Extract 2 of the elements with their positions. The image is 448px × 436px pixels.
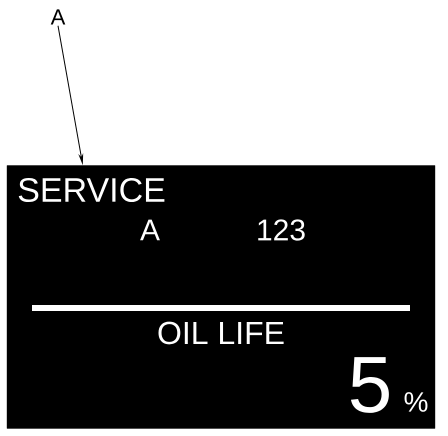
display-panel: SERVICE A 123 OIL LIFE 5 %: [6, 165, 436, 429]
callout-letter: A: [50, 9, 66, 25]
